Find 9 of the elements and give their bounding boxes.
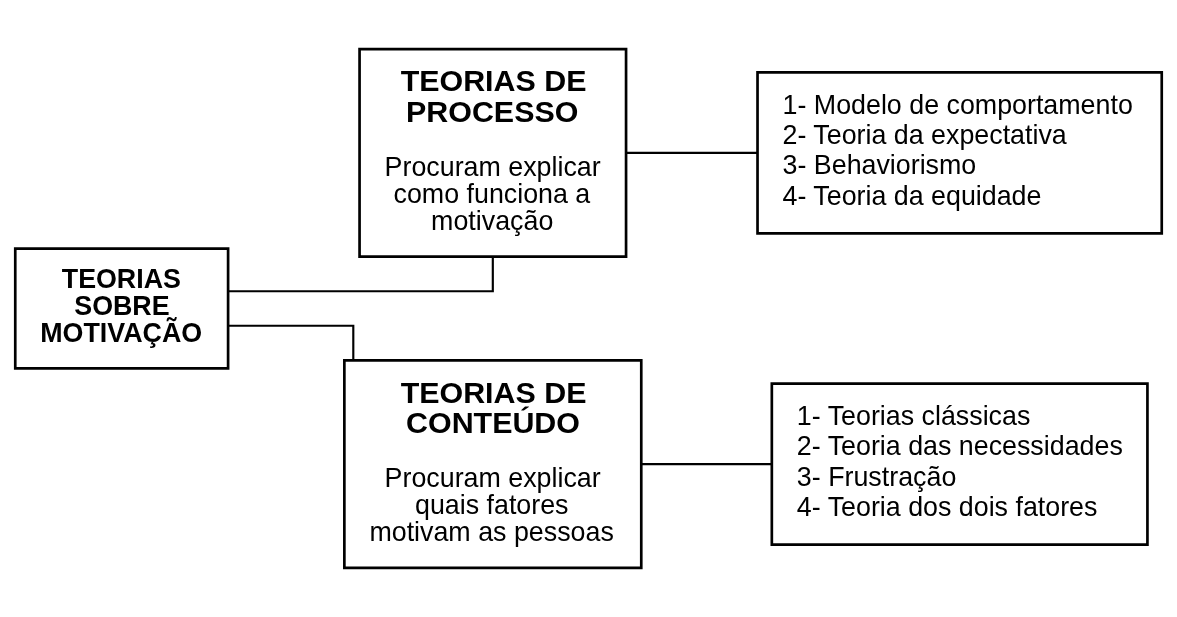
node-box: 1- Teorias clássicas 2- Teoria das necessidades 3- Frustração 4- Teoria dos dois fatores: [770, 382, 1149, 546]
connector: [626, 151, 758, 154]
node-box: TEORIAS DE CONTEÚDO Procuram explicar quais fatores motivam as pessoas: [343, 359, 643, 570]
node-box: TEORIAS SOBRE MOTIVAÇÃO: [13, 247, 230, 370]
node-box: TEORIAS DE PROCESSO Procuram explicar como funciona a motivação: [358, 47, 628, 258]
connector: [228, 257, 494, 293]
node-box: 1- Modelo de comportamento 2- Teoria da expectativa 3- Behaviorismo 4- Teoria da equidade: [756, 71, 1164, 235]
connector: [641, 463, 772, 466]
connector: [228, 324, 355, 360]
